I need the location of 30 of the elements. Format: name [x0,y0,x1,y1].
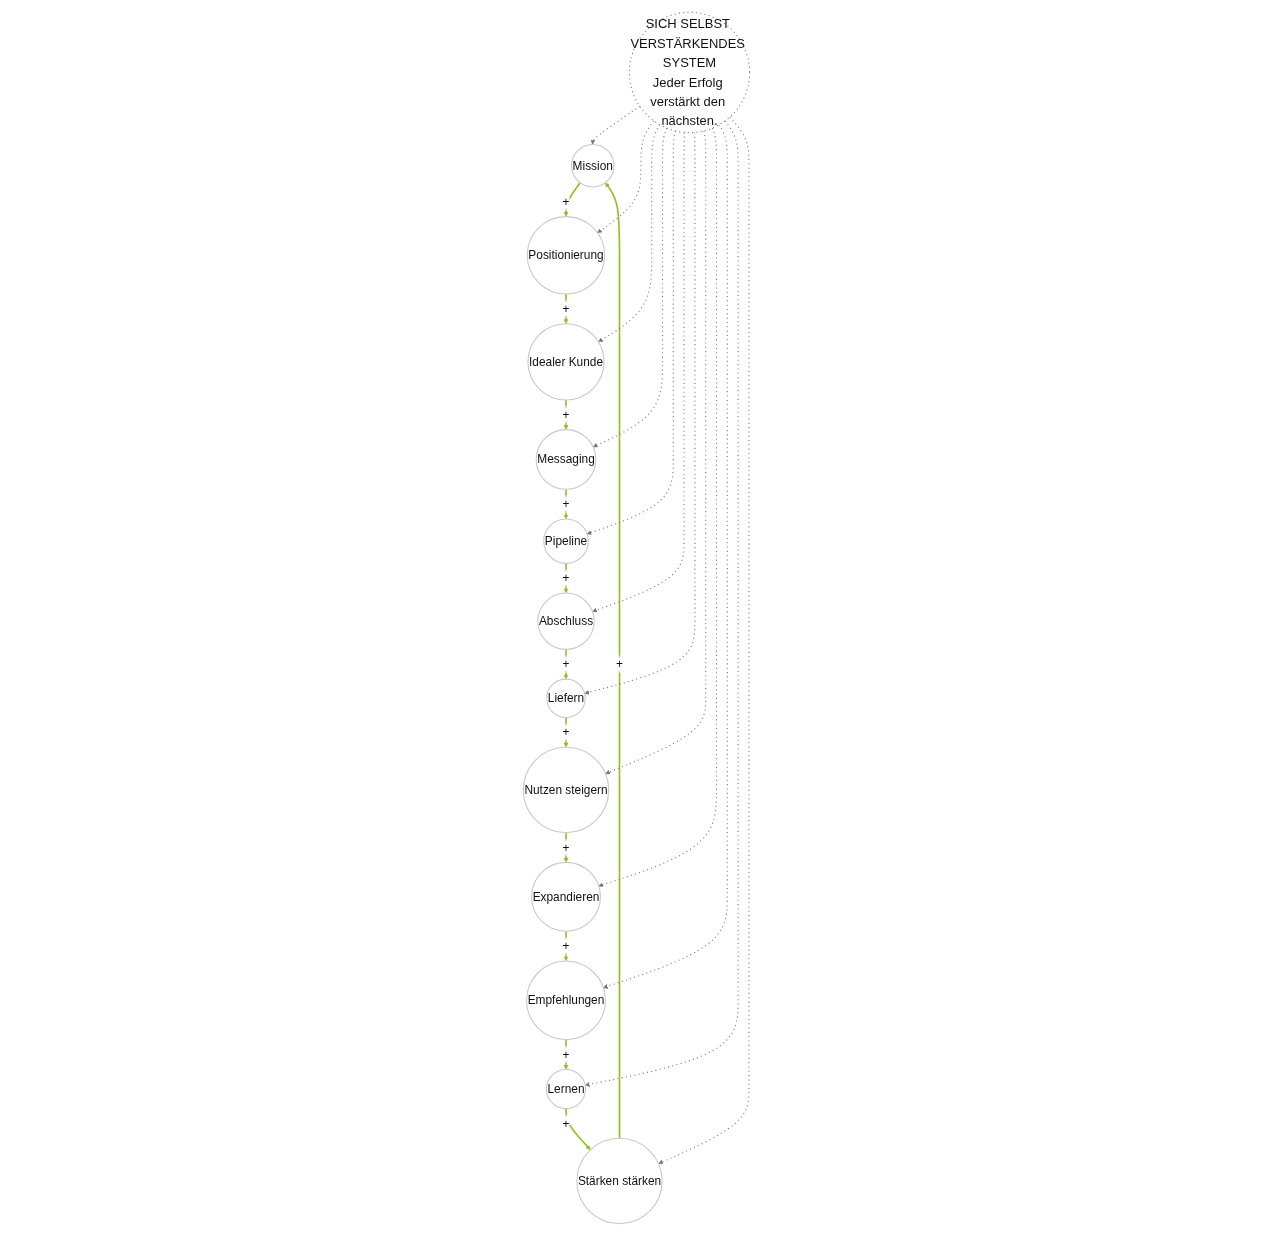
node-circle: Positionierung [526,216,605,295]
node-circle: Messaging [535,429,596,490]
edge-label: + [615,657,623,671]
node-circle: Idealer Kunde [526,323,605,401]
edge-label: + [562,408,569,422]
edge-label: + [562,497,569,511]
arrow [604,130,706,775]
edge-label: + [562,939,569,953]
node-circle: Lernen [545,1068,586,1110]
arrow [657,116,749,1165]
edge-label: + [562,302,569,316]
node-circle: Mission [570,143,615,188]
edge-label: + [562,725,569,740]
arrow [602,124,728,989]
edge-label: + [562,1116,569,1131]
node-circle: Nutzen steigern [522,746,609,834]
node-circle: Pipeline [542,518,589,564]
edge-label: + [562,195,569,209]
edge-label: + [562,657,569,671]
edge-label: + [562,840,569,855]
edge-label: + [562,571,569,585]
node-circle: SICH SELBST VERSTÄRKENDES SYSTEM Jeder Erfolg verstärkt den nächsten. [628,11,750,134]
edge-label: + [562,1047,569,1062]
node-circle: Empfehlungen [525,960,606,1041]
node-circle: Stärken stärken [575,1137,663,1225]
arrow [592,127,667,448]
node-circle: Abschluss [536,592,595,650]
arrow [604,182,620,1140]
node-circle: Expandieren [530,861,601,932]
node-circle: Liefern [545,678,586,719]
